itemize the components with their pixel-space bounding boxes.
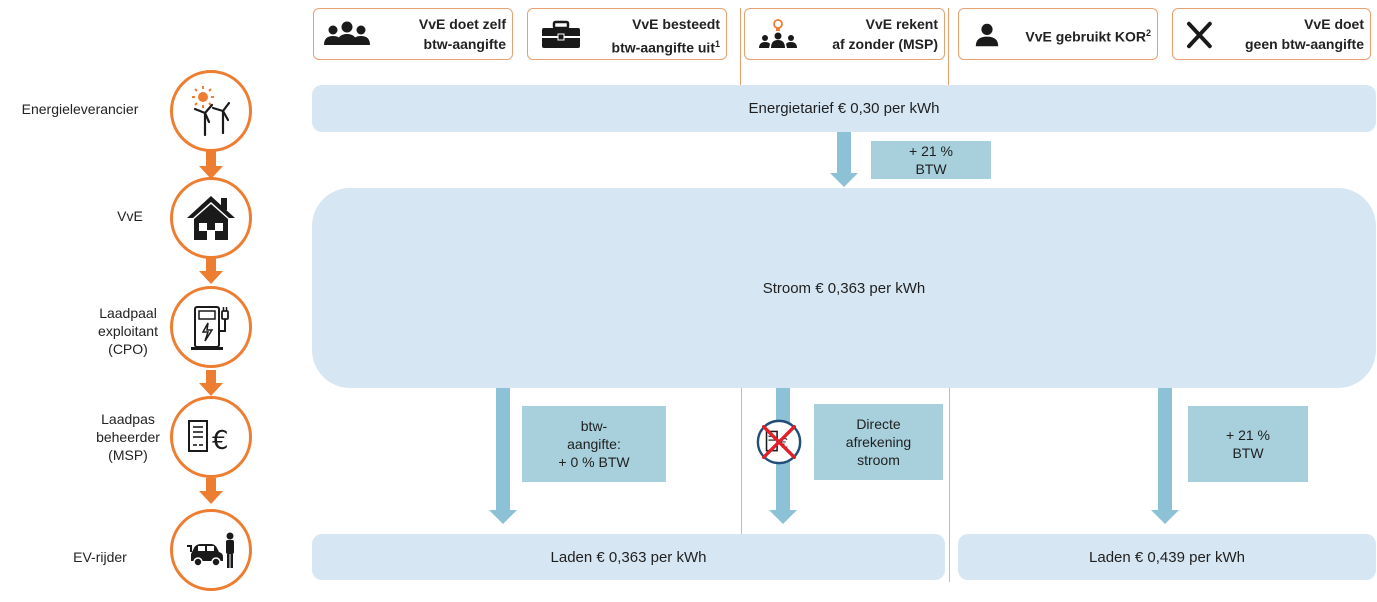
group-icon (324, 21, 370, 45)
flow-arrow (199, 383, 223, 396)
energy-supplier-node (170, 70, 252, 152)
grey-divider-left (741, 388, 742, 534)
svg-text:€: € (212, 426, 229, 456)
actor-label-cpo: Laadpaal exploitant (CPO) (98, 305, 158, 357)
right-arrow-shaft (1158, 388, 1172, 510)
left-arrow-shaft (496, 388, 510, 510)
flow-line (206, 258, 216, 272)
actor-label-ev-driver: EV-rijder (73, 549, 127, 565)
flow-arrow (199, 491, 223, 504)
scenario-label: VvE gebruikt KOR2 (1025, 28, 1151, 45)
flow-line (206, 148, 216, 168)
scenario-kor: VvE gebruikt KOR2 (958, 8, 1158, 60)
vat-top-tag: + 21 %BTW (871, 141, 991, 179)
flow-arrow (199, 271, 223, 284)
briefcase-icon (542, 20, 580, 48)
vat-arrow-shaft (837, 132, 851, 173)
ev-driver-node (170, 509, 252, 591)
cross-icon (1187, 21, 1212, 49)
msp-node: € (170, 396, 252, 478)
msp-divider-left (740, 8, 741, 88)
cpo-node (170, 286, 252, 368)
charge-price-right-bar: Laden € 0,439 per kWh (958, 534, 1376, 580)
btw-return-tag: btw-aangifte:+ 0 % BTW (522, 406, 666, 482)
flow-line (206, 478, 216, 492)
person-icon (975, 23, 999, 47)
car-driver-icon (187, 532, 234, 568)
sun-windmill-icon (192, 86, 231, 137)
vve-node (170, 177, 252, 259)
invoice-euro-icon: € (188, 420, 229, 456)
left-arrow-head (489, 510, 517, 524)
actor-label-msp: Laadpas beheerder (MSP) (96, 411, 160, 463)
idea-group-icon (759, 19, 797, 48)
msp-divider-right (948, 8, 949, 88)
charging-station-icon (191, 306, 229, 350)
vat-right-tag: + 21 %BTW (1188, 406, 1308, 482)
right-arrow-head (1151, 510, 1179, 524)
no-invoice-icon: € (756, 419, 802, 465)
actor-label-energy-supplier: Energieleverancier (21, 101, 139, 117)
energy-tariff-bar: Energietarief € 0,30 per kWh (312, 85, 1376, 132)
grey-divider-right (949, 388, 950, 582)
actor-label-vve: VvE (117, 208, 143, 224)
power-price-bar: Stroom € 0,363 per kWh (312, 188, 1376, 388)
charge-price-left-bar: Laden € 0,363 per kWh (312, 534, 945, 580)
flow-arrow (199, 166, 223, 179)
vat-arrow-head (830, 173, 858, 187)
middle-arrow-head (769, 510, 797, 524)
house-icon (187, 196, 235, 240)
flow-line (206, 370, 216, 384)
